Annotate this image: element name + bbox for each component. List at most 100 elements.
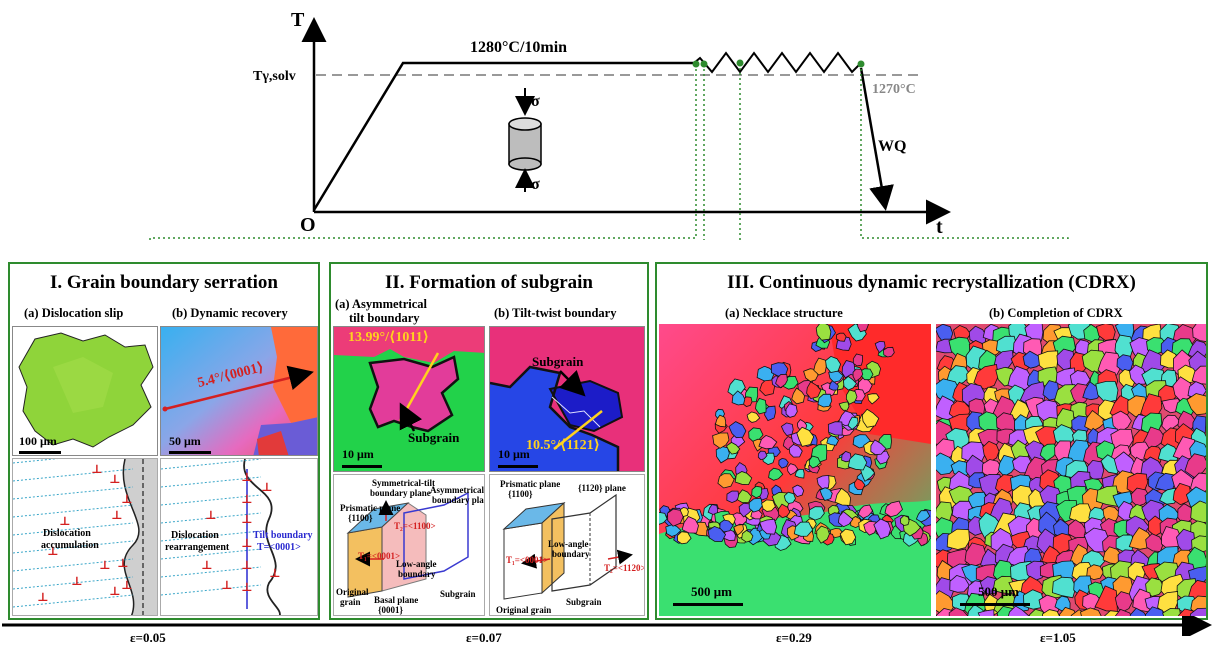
scale-bar-1b <box>169 451 211 454</box>
single-grain-map <box>18 332 154 448</box>
grain <box>785 403 798 418</box>
grain <box>731 390 746 406</box>
scale-label-1a: 100 μm <box>19 434 57 448</box>
grain <box>982 440 1000 464</box>
grain <box>1059 606 1077 616</box>
grain <box>768 467 784 481</box>
grain <box>825 355 842 373</box>
quench-line <box>859 67 894 211</box>
grain <box>1130 487 1151 507</box>
svg-text:⊥: ⊥ <box>47 544 59 558</box>
grain <box>853 478 866 491</box>
specimen-cylinder-icon <box>508 88 542 192</box>
subgrain-label-2a: Subgrain <box>408 430 460 445</box>
grain <box>900 515 910 526</box>
svg-text:⊥: ⊥ <box>117 556 129 570</box>
schema-2a-label-14: {0001} <box>378 605 404 615</box>
scale-label-3a: 500 μm <box>691 584 732 599</box>
panel-1-subtitle-b: (b) Dynamic recovery <box>172 306 288 320</box>
grain <box>884 500 903 518</box>
grain <box>726 490 740 504</box>
grain <box>873 518 892 540</box>
grain <box>778 457 789 469</box>
schema-2a-label-13: Basal plane <box>374 595 419 605</box>
grain <box>847 453 868 471</box>
grain <box>758 434 778 450</box>
svg-text:⊥: ⊥ <box>241 536 253 550</box>
svg-text:⊥: ⊥ <box>241 580 253 594</box>
origin-label: O <box>300 214 316 236</box>
grain <box>863 520 877 536</box>
complete-cdrx-map <box>936 324 1206 616</box>
grain <box>1008 605 1030 616</box>
grain <box>1145 577 1165 597</box>
grain <box>1051 576 1077 599</box>
grain <box>852 368 864 382</box>
grain <box>936 452 958 476</box>
schema-1a-line1: Dislocation <box>43 528 91 539</box>
hold-label: 1280°C/10min <box>470 39 567 56</box>
grain <box>870 439 887 456</box>
grain <box>792 484 805 498</box>
panel-3-ebsd-image-b: 500 μm <box>936 324 1206 616</box>
grain <box>783 491 796 504</box>
schema-2b-label-6: boundary <box>552 549 590 559</box>
scale-label-1b: 50 μm <box>169 434 201 448</box>
deform-temp-label: 1270°C <box>872 82 916 97</box>
panel-2-ebsd-image-a: 13.99°/⟨1011⟩ Subgrain 10 μm <box>333 326 485 472</box>
panel-3-ebsd-image-a: 500 μm <box>659 324 931 616</box>
grain <box>741 529 754 543</box>
grain <box>1095 381 1119 404</box>
deformation-zigzag <box>693 51 862 74</box>
grain <box>1070 383 1091 406</box>
schema-2a-label-8: T₁=<0001> <box>358 551 401 561</box>
grain <box>946 365 972 386</box>
grain <box>819 487 833 501</box>
strain-label-1: ε=0.05 <box>130 630 166 645</box>
svg-text:⊥: ⊥ <box>201 558 213 572</box>
scale-label-2a: 10 μm <box>342 447 374 461</box>
grain <box>1100 454 1122 475</box>
grain <box>712 432 730 449</box>
stage-connectors <box>149 63 1069 240</box>
schema-2a-label-15: Subgrain <box>440 589 476 599</box>
svg-text:⊥: ⊥ <box>91 462 103 476</box>
grain <box>1172 482 1192 506</box>
panel-2-ebsd-image-b: Subgrain 10.5°/⟨1121⟩ 10 μm <box>489 326 645 472</box>
grain <box>1028 608 1046 616</box>
schema-2a-label-2: boundary plane <box>370 488 431 498</box>
grain <box>860 464 876 482</box>
grain <box>746 411 761 423</box>
grain <box>1052 532 1074 556</box>
grain <box>733 524 745 536</box>
scale-label-3b: 500 μm <box>978 584 1019 599</box>
grain <box>915 510 931 523</box>
grain <box>771 362 789 377</box>
subgrain-map-a <box>334 327 484 433</box>
grain <box>734 471 753 486</box>
grain <box>1186 393 1206 416</box>
dislocation-accumulation-schematic: ⊥⊥⊥ ⊥⊥⊥ ⊥⊥⊥ ⊥⊥⊥ <box>13 459 157 615</box>
schema-2a-label-6: {1100} <box>348 513 373 523</box>
grain <box>681 516 699 534</box>
grain <box>829 528 844 538</box>
stress-label-top: σ <box>531 93 540 110</box>
grain <box>1129 364 1147 385</box>
grain <box>1086 564 1104 581</box>
schema-1b-line3: Tilt boundary <box>253 530 313 541</box>
grain <box>659 511 668 525</box>
grain <box>845 389 858 405</box>
grain <box>714 414 727 428</box>
panel-1-ebsd-image-a: 100 μm <box>12 326 158 456</box>
panel-2-subtitle-a-line2: tilt boundary <box>349 311 420 325</box>
temperature-axis-label: T <box>291 9 305 31</box>
scale-label-2b: 10 μm <box>498 447 530 461</box>
subgrain-label-2b: Subgrain <box>532 354 584 369</box>
angle-label-2b: 10.5°/⟨1121⟩ <box>526 438 601 453</box>
asymmetrical-tilt-schematic <box>346 491 469 598</box>
necklace-structure-map <box>659 324 931 616</box>
grain <box>883 346 895 358</box>
grain <box>1129 607 1147 616</box>
svg-text:⊥: ⊥ <box>109 584 121 598</box>
grain <box>977 609 995 616</box>
